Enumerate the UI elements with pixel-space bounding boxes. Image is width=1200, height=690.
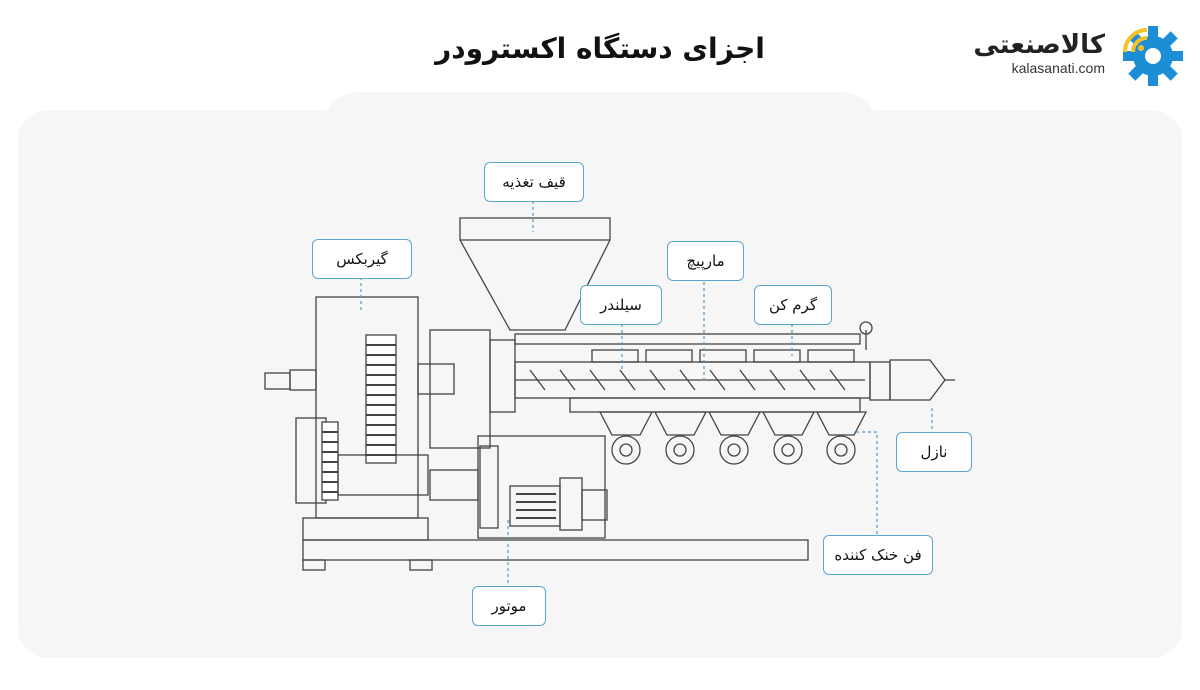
- label-cylinder: سیلندر: [580, 285, 662, 325]
- label-motor: موتور: [472, 586, 546, 626]
- brand-logo: کالاصنعتی kalasanati.com: [973, 22, 1185, 86]
- base-frame: [302, 539, 809, 561]
- label-cooling-fan: فن خنک کننده: [823, 535, 933, 575]
- page-title: اجزای دستگاه اکسترودر: [435, 32, 765, 65]
- leader-lines: [360, 201, 933, 586]
- label-gearbox: گیربکس: [312, 239, 412, 279]
- gear-logo-icon: [1123, 26, 1183, 86]
- label-nozzle: نازل: [896, 432, 972, 472]
- label-heater: گرم کن: [754, 285, 832, 325]
- motor-body: [477, 435, 606, 539]
- screw-flights: [529, 369, 846, 391]
- logo-url: kalasanati.com: [1011, 60, 1105, 76]
- label-screw: مارپیچ: [667, 241, 744, 281]
- label-feed-hopper: قیف تغذیه: [484, 162, 584, 202]
- logo-name: کالاصنعتی: [973, 30, 1105, 60]
- gearbox-body: [315, 296, 419, 519]
